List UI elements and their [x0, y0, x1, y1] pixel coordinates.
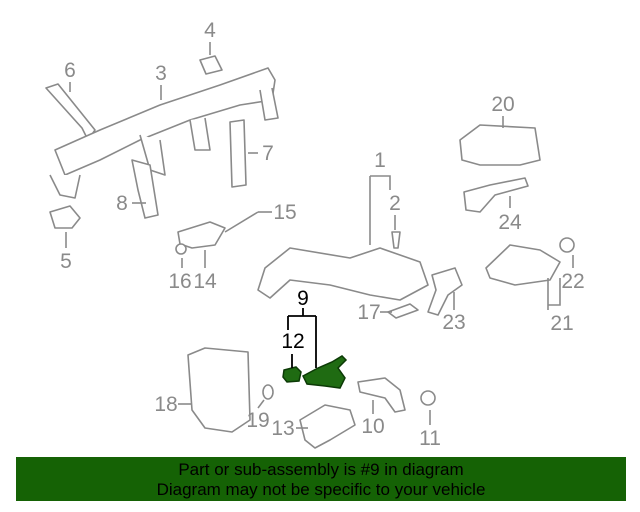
callout-19[interactable]: 19 [246, 409, 269, 432]
part-2-bolt [391, 231, 401, 249]
callout-8[interactable]: 8 [116, 192, 128, 215]
part-18-shroud [187, 347, 251, 433]
banner-line-disclaimer: Diagram may not be specific to your vehi… [156, 480, 486, 499]
callout-17[interactable]: 17 [357, 301, 380, 324]
callout-15[interactable]: 15 [273, 201, 296, 224]
callout-5[interactable]: 5 [60, 250, 72, 273]
part-9-highlighted [302, 355, 348, 389]
part-1-column [257, 247, 429, 301]
part-24-switch [463, 177, 529, 213]
callout-21[interactable]: 21 [550, 312, 573, 335]
callout-18[interactable]: 18 [154, 393, 177, 416]
info-banner: Part or sub-assembly is #9 in diagram Di… [16, 457, 626, 501]
part-15-bolt [224, 211, 259, 233]
callout-2[interactable]: 2 [389, 192, 401, 215]
part-10-lock-cylinder [357, 377, 406, 413]
part-6-bracket [45, 83, 96, 141]
callout-16[interactable]: 16 [168, 270, 191, 293]
part-22-ring [559, 237, 575, 253]
part-5-plate [49, 205, 81, 229]
part-16-nut [175, 243, 187, 255]
callout-14[interactable]: 14 [193, 270, 217, 293]
callout-11[interactable]: 11 [419, 427, 441, 450]
callout-7[interactable]: 7 [262, 142, 274, 165]
part-8-bracket [131, 159, 159, 219]
callout-10[interactable]: 10 [361, 415, 384, 438]
part-19-grommet [262, 384, 274, 400]
callout-20[interactable]: 20 [491, 93, 514, 116]
part-17-clip [387, 303, 419, 319]
leader-lines [65, 42, 574, 429]
callout-3[interactable]: 3 [155, 62, 167, 85]
callout-6[interactable]: 6 [64, 59, 76, 82]
callout-9[interactable]: 9 [297, 287, 309, 310]
part-23-lever [427, 267, 463, 316]
banner-line-part: Part or sub-assembly is #9 in diagram [178, 460, 464, 479]
part-3-brackets [49, 87, 279, 199]
callout-13[interactable]: 13 [271, 417, 294, 440]
part-7-plate [229, 119, 247, 188]
part-4-clip [199, 55, 223, 75]
callout-12[interactable]: 12 [281, 330, 304, 353]
part-11-washer [420, 390, 436, 406]
callout-24[interactable]: 24 [498, 211, 522, 234]
callout-4[interactable]: 4 [204, 19, 216, 42]
part-20-cover [459, 124, 541, 166]
highlighted-parts [282, 355, 348, 389]
callout-23[interactable]: 23 [442, 311, 465, 334]
part-21-housing [485, 244, 561, 286]
part-12-highlighted [282, 366, 302, 383]
part-13-bracket [299, 404, 356, 449]
callout-1[interactable]: 1 [374, 149, 386, 172]
callout-22[interactable]: 22 [561, 270, 584, 293]
part-14-bracket [177, 221, 226, 249]
part-drawings [45, 55, 575, 449]
